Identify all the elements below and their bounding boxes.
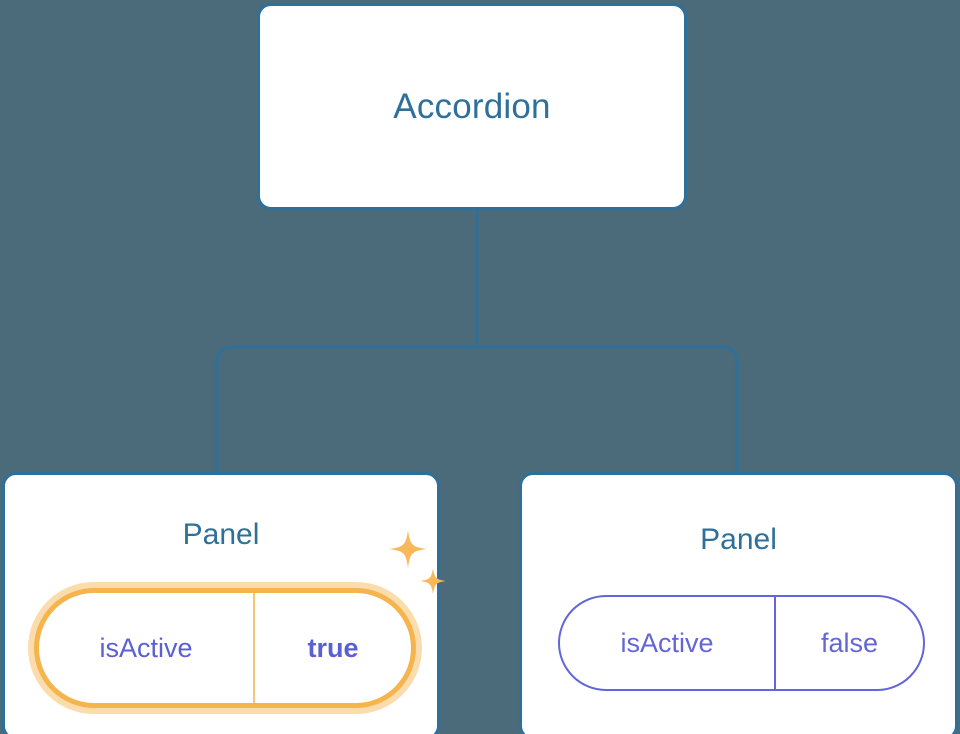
node-accordion[interactable]: Accordion: [257, 3, 687, 210]
prop-key-label: isActive: [99, 632, 193, 663]
prop-pill-is-active-false[interactable]: isActive false: [558, 595, 925, 691]
prop-pill-is-active-true[interactable]: isActive true: [34, 588, 416, 708]
prop-value-label: true: [307, 632, 359, 663]
node-panel-right[interactable]: Panel isActive false: [519, 472, 958, 734]
prop-pill-divider: [774, 597, 776, 689]
node-accordion-label: Accordion: [393, 87, 551, 126]
prop-pill-divider: [253, 593, 255, 703]
node-panel-left-label: Panel: [182, 518, 260, 551]
node-panel-right-label: Panel: [700, 523, 777, 556]
connector-bracket: [215, 345, 739, 472]
prop-key-label: isActive: [620, 627, 714, 658]
node-panel-left[interactable]: Panel isActive true: [2, 472, 446, 734]
prop-pill-left-wrapper: isActive true: [34, 530, 446, 708]
prop-value-label: false: [820, 627, 879, 658]
